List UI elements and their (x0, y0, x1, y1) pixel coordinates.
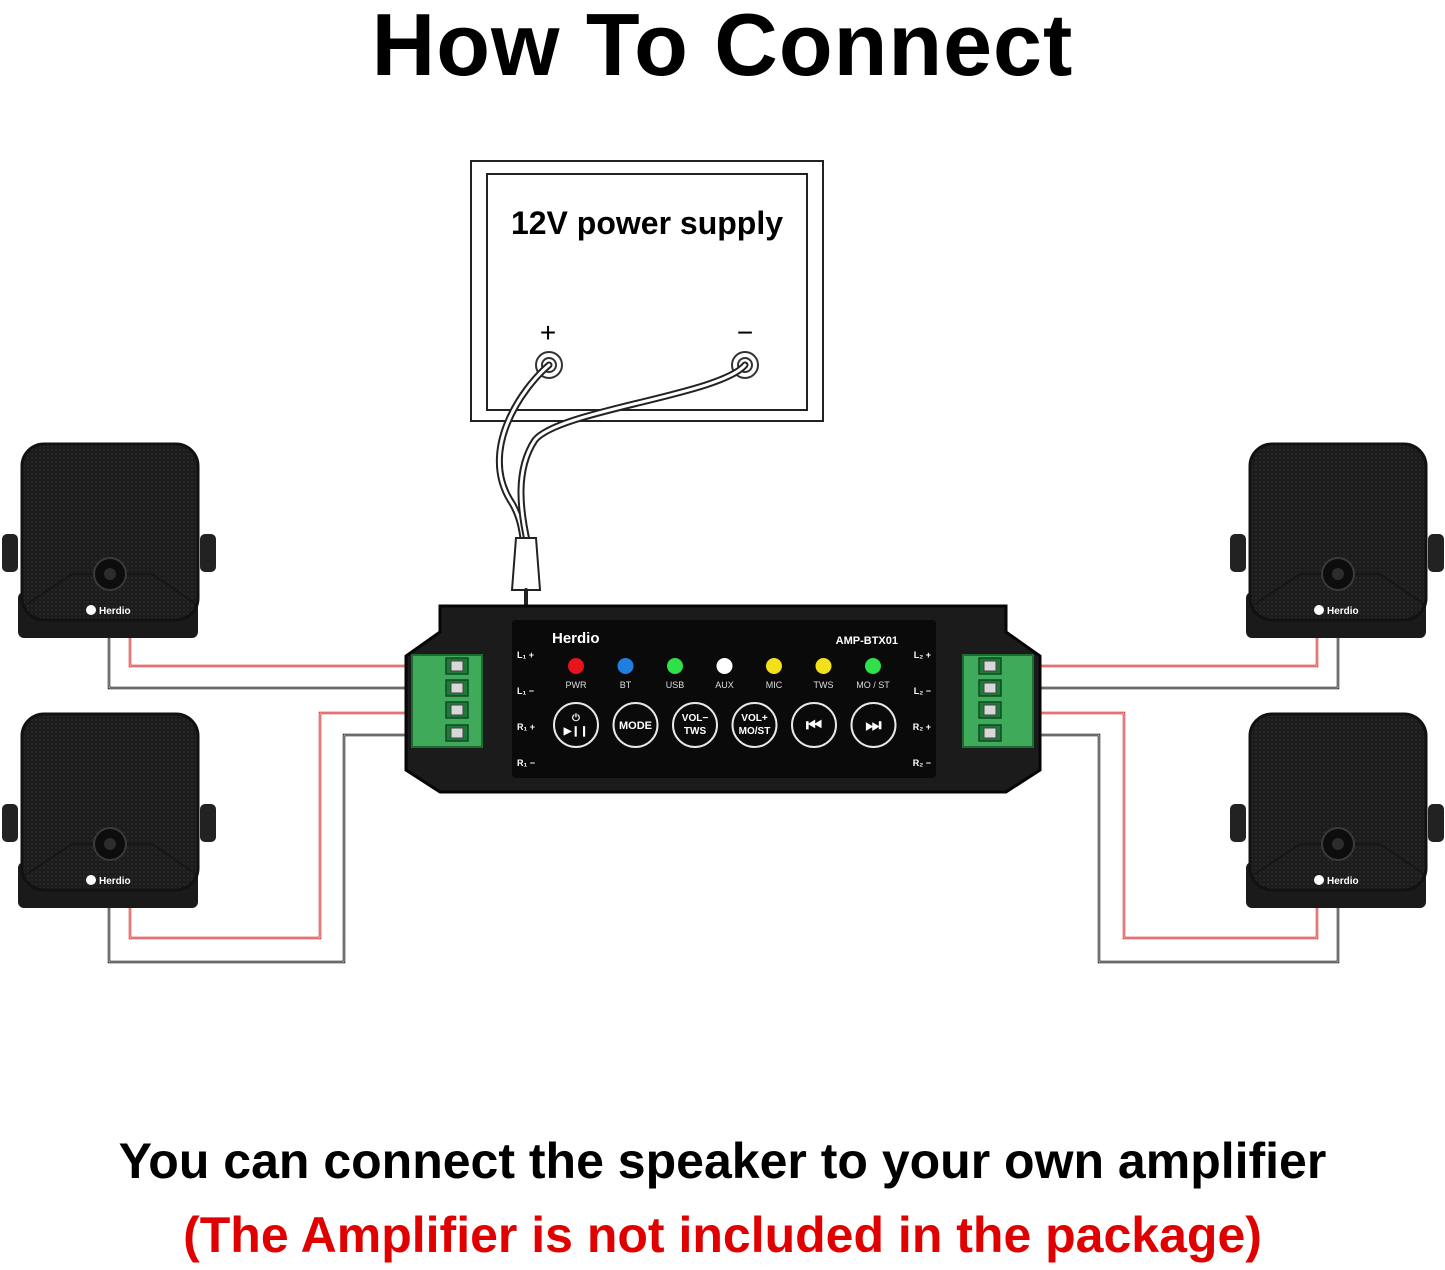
speaker-bottom-left: Herdio (2, 712, 216, 908)
button-ring (791, 702, 837, 748)
caption-note: You can connect the speaker to your own … (118, 1133, 1327, 1189)
amp-button-2[interactable]: VOL− TWS (672, 702, 718, 748)
button-label-bottom: TWS (684, 726, 707, 737)
amp-button-0[interactable]: ⏻ ▶❙❙ (553, 702, 599, 748)
left-terminal-label: R₁ − (517, 758, 535, 768)
indicator-led (617, 658, 634, 674)
button-label: ⏮ (806, 715, 822, 735)
left-bottom-speaker-wires (107, 711, 460, 964)
indicator-label: AUX (715, 680, 734, 690)
indicator-label: PWR (566, 680, 587, 690)
amplifier-model: AMP-BTX01 (836, 635, 898, 647)
indicator-5: TWS (814, 658, 834, 690)
indicator-4: MIC (766, 658, 783, 690)
indicator-label: MO / ST (856, 680, 890, 690)
power-supply: 12V power supply + − (470, 160, 824, 422)
button-ring (553, 702, 599, 748)
indicator-2: USB (666, 658, 685, 690)
indicator-led (766, 658, 782, 674)
caption-warning: (The Amplifier is not included in the pa… (183, 1207, 1262, 1263)
button-label: ⏭ (865, 715, 882, 735)
amp-button-5[interactable]: ⏭ (850, 702, 897, 748)
indicator-6: MO / ST (856, 658, 890, 690)
speaker-bottom-right: Herdio (1230, 712, 1444, 908)
terminal-screw-head (450, 682, 464, 694)
power-supply-label: 12V power supply (511, 205, 783, 241)
left-terminal-label: R₁ + (517, 722, 535, 732)
indicator-led (568, 658, 584, 674)
indicator-1: BT (617, 658, 634, 690)
button-label-top: VOL+ (741, 713, 768, 724)
speaker-top-left: Herdio (2, 442, 216, 638)
indicator-label: BT (620, 680, 632, 690)
button-ring (612, 702, 659, 748)
amp-button-4[interactable]: ⏮ (791, 702, 837, 748)
amplifier-brand: Herdio (552, 630, 600, 647)
speaker-logo: Herdio (1327, 606, 1359, 617)
negative-terminal-label: − (737, 317, 753, 348)
speaker-top-right: Herdio (1230, 442, 1444, 638)
right-bottom-speaker-wires (985, 711, 1340, 964)
left-terminal-label: L₁ + (517, 650, 534, 660)
indicator-3: AUX (715, 658, 734, 690)
positive-terminal-label: + (540, 317, 556, 348)
button-label-bottom: MO/ST (739, 726, 771, 737)
terminal-screw-head (983, 704, 997, 716)
amplifier: Herdio AMP-BTX01 PWR BT USB AUX MIC TWS MO / S… (404, 604, 1042, 794)
indicator-label: TWS (814, 680, 834, 690)
right-terminal-label: R₂ − (913, 758, 931, 768)
button-ring (850, 702, 897, 748)
button-label-top: ⏻ (572, 712, 580, 724)
indicator-led (716, 658, 733, 674)
right-terminal-block (962, 654, 1034, 748)
amp-button-1[interactable]: MODE (612, 702, 659, 748)
indicator-0: PWR (566, 658, 587, 690)
power-cable (495, 361, 749, 610)
indicator-led (865, 658, 881, 674)
page-title: How To Connect (371, 0, 1074, 94)
left-terminal-label: L₁ − (517, 686, 534, 696)
left-terminal-block (411, 654, 483, 748)
button-label: MODE (619, 720, 652, 732)
indicator-led (667, 658, 683, 674)
button-label-top: VOL− (682, 713, 709, 724)
indicator-label: USB (666, 680, 685, 690)
speaker-logo: Herdio (99, 876, 131, 887)
terminal-screw-head (450, 704, 464, 716)
speaker-logo: Herdio (1327, 876, 1359, 887)
button-label-bottom: ▶❙❙ (563, 726, 588, 737)
button-ring (731, 702, 778, 748)
terminal-screw-head (983, 660, 997, 672)
terminal-screw-head (450, 727, 464, 739)
right-terminal-label: L₂ + (914, 650, 931, 660)
right-terminal-label: R₂ + (913, 722, 931, 732)
button-ring (672, 702, 718, 748)
speaker-logo: Herdio (99, 606, 131, 617)
indicator-row: PWR BT USB AUX MIC TWS MO / ST (566, 658, 890, 690)
button-row: ⏻ ▶❙❙ MODE VOL− TWS VOL+ MO/ST ⏮ ⏭ (553, 702, 897, 748)
terminal-screw-head (983, 727, 997, 739)
indicator-led (815, 658, 832, 674)
terminal-screw-head (983, 682, 997, 694)
indicator-label: MIC (766, 680, 783, 690)
right-terminal-label: L₂ − (914, 686, 931, 696)
amp-button-3[interactable]: VOL+ MO/ST (731, 702, 778, 748)
terminal-screw-head (450, 660, 464, 672)
